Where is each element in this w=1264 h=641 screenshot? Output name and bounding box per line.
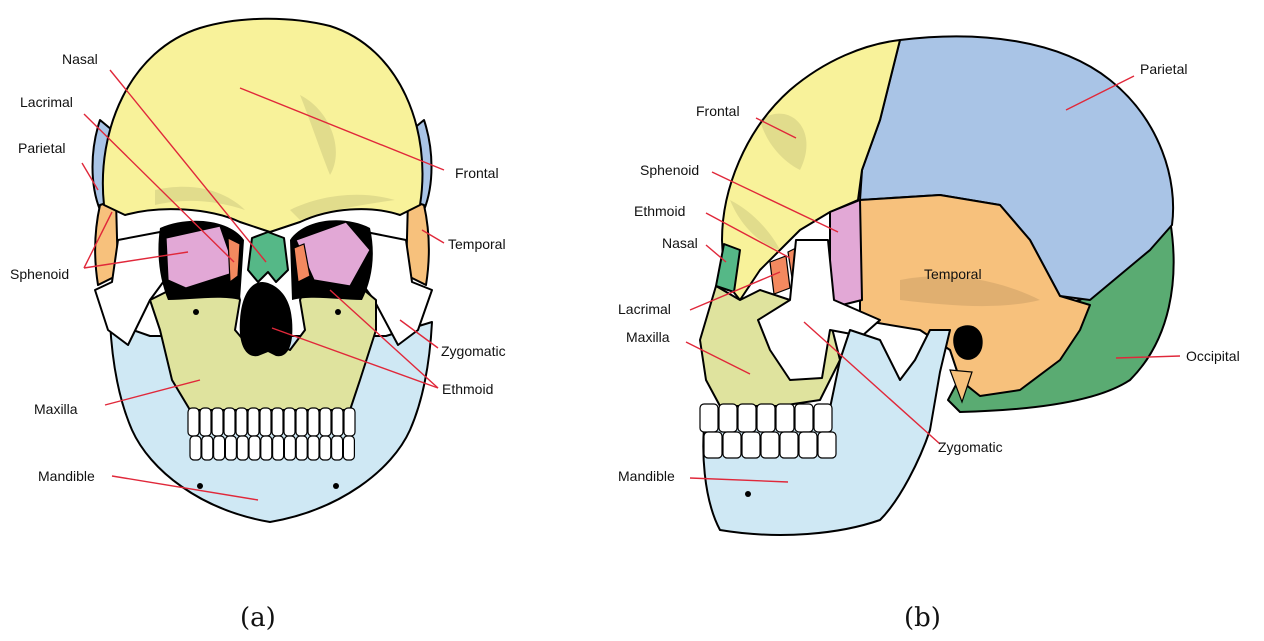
caption-b: (b): [904, 603, 941, 633]
tooth: [296, 436, 307, 460]
label-a-frontal: Frontal: [455, 165, 499, 181]
label-a-temporal: Temporal: [448, 236, 506, 252]
side-sphenoid: [830, 200, 862, 308]
label-a-parietal: Parietal: [18, 140, 65, 156]
tooth: [237, 436, 248, 460]
label-a-sphenoid: Sphenoid: [10, 266, 69, 282]
tooth: [320, 436, 331, 460]
tooth: [284, 408, 295, 436]
label-a-nasal: Nasal: [62, 51, 98, 67]
tooth: [214, 436, 225, 460]
tooth: [344, 408, 355, 436]
tooth: [212, 408, 223, 436]
tooth: [273, 436, 284, 460]
tooth: [742, 432, 760, 458]
tooth: [224, 408, 235, 436]
tooth: [776, 404, 794, 432]
tooth: [320, 408, 331, 436]
tooth: [188, 408, 199, 436]
tooth: [700, 404, 718, 432]
caption-a: (a): [240, 603, 276, 633]
front-nasal-aperture: [240, 282, 293, 356]
tooth: [343, 436, 354, 460]
label-a-ethmoid: Ethmoid: [442, 381, 493, 397]
front-lacrimal-left: [228, 238, 240, 282]
tooth: [780, 432, 798, 458]
label-a-maxilla: Maxilla: [34, 401, 78, 417]
tooth: [261, 436, 272, 460]
tooth: [738, 404, 756, 432]
tooth: [757, 404, 775, 432]
label-b-mandible: Mandible: [618, 468, 675, 484]
side-view-skull: [700, 36, 1174, 535]
front-view-skull: [93, 19, 433, 522]
tooth: [190, 436, 201, 460]
tooth: [814, 404, 832, 432]
tooth: [761, 432, 779, 458]
tooth: [719, 404, 737, 432]
label-b-occipital: Occipital: [1186, 348, 1240, 364]
tooth: [332, 408, 343, 436]
tooth: [799, 432, 817, 458]
side-teeth: [700, 404, 836, 458]
label-b-parietal: Parietal: [1140, 61, 1187, 77]
tooth: [795, 404, 813, 432]
label-b-maxilla: Maxilla: [626, 329, 670, 345]
tooth: [248, 408, 259, 436]
label-b-lacrimal: Lacrimal: [618, 301, 671, 317]
label-b-ethmoid: Ethmoid: [634, 203, 685, 219]
label-b-nasal: Nasal: [662, 235, 698, 251]
tooth: [202, 436, 213, 460]
label-b-temporal: Temporal: [924, 266, 982, 282]
tooth: [308, 436, 319, 460]
tooth: [249, 436, 260, 460]
label-b-frontal: Frontal: [696, 103, 740, 119]
tooth: [236, 408, 247, 436]
tooth: [200, 408, 211, 436]
label-a-lacrimal: Lacrimal: [20, 94, 73, 110]
tooth: [272, 408, 283, 436]
label-b-zygomatic: Zygomatic: [938, 439, 1003, 455]
tooth: [284, 436, 295, 460]
tooth: [723, 432, 741, 458]
label-a-mandible: Mandible: [38, 468, 95, 484]
tooth: [225, 436, 236, 460]
tooth: [704, 432, 722, 458]
tooth: [818, 432, 836, 458]
tooth: [296, 408, 307, 436]
tooth: [308, 408, 319, 436]
label-b-sphenoid: Sphenoid: [640, 162, 699, 178]
tooth: [332, 436, 343, 460]
label-a-zygomatic: Zygomatic: [441, 343, 506, 359]
front-nasal: [248, 232, 288, 282]
tooth: [260, 408, 271, 436]
